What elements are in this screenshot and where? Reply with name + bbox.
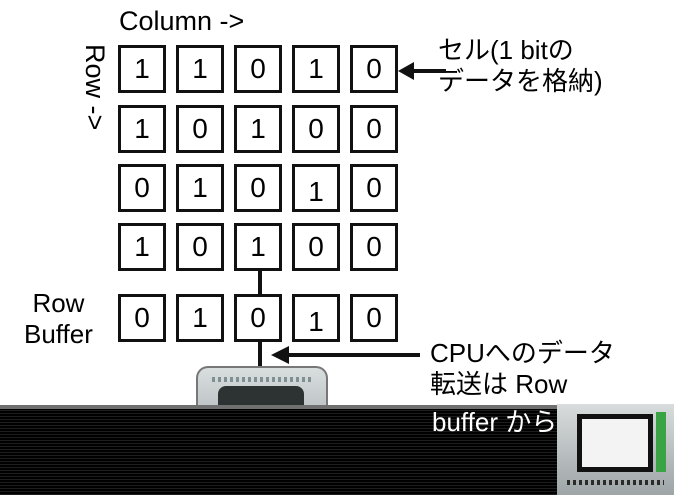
row-buffer-cell: 0: [118, 294, 166, 342]
cpu-chip-contacts: [212, 377, 312, 382]
grid-cell: 1: [176, 164, 224, 212]
grid-cell: 1: [118, 45, 166, 93]
cpu-note-line2: 転送は Row: [430, 369, 568, 399]
cpu-socket-image: [557, 404, 674, 495]
column-label: Column ->: [119, 6, 245, 36]
grid-cell: 0: [350, 105, 398, 153]
row-buffer-cell: 1: [176, 294, 224, 342]
grid-cell: 1: [118, 105, 166, 153]
grid-cell: 1: [176, 45, 224, 93]
cpu-note-line1: CPUへのデータ: [430, 338, 615, 368]
cpu-socket-frame: [577, 414, 653, 472]
grid-cell: 1: [292, 164, 340, 212]
cell-note: セル(1 bitの データを格納): [438, 35, 603, 97]
row-buffer-label: Row Buffer: [24, 288, 93, 350]
grid-cell: 1: [234, 105, 282, 153]
grid-cell: 0: [234, 45, 282, 93]
grid-cell: 0: [292, 105, 340, 153]
corrupted-black-band: [0, 409, 557, 495]
cpu-note: CPUへのデータ 転送は Row: [430, 338, 615, 400]
grid-cell: 1: [292, 45, 340, 93]
cpu-note-line3: buffer から: [432, 407, 558, 437]
cell-arrow-head: [398, 62, 414, 80]
grid-cell: 1: [234, 223, 282, 271]
grid-cell: 1: [118, 223, 166, 271]
cpu-socket-green-strip: [656, 412, 666, 472]
row-buffer-label-line2: Buffer: [24, 319, 93, 349]
grid-cell: 0: [234, 164, 282, 212]
grid-cell: 0: [176, 223, 224, 271]
row-buffer-cell: 1: [292, 294, 340, 342]
row-buffer-cell: 0: [350, 294, 398, 342]
grid-cell: 0: [350, 164, 398, 212]
cpu-socket-contacts: [567, 480, 664, 485]
grid-cell: 0: [118, 164, 166, 212]
cell-note-line1: セル(1 bitの: [438, 35, 574, 65]
row-buffer-cell: 0: [234, 294, 282, 342]
grid-cell: 0: [292, 223, 340, 271]
grid-cell: 0: [350, 45, 398, 93]
cell-note-line2: データを格納): [438, 66, 603, 96]
corrupted-gray-strip: [0, 405, 557, 409]
row-buffer-label-line1: Row: [32, 288, 85, 318]
cpu-arrow-head: [271, 346, 289, 364]
grid-cell: 0: [176, 105, 224, 153]
grid-cell: 0: [350, 223, 398, 271]
